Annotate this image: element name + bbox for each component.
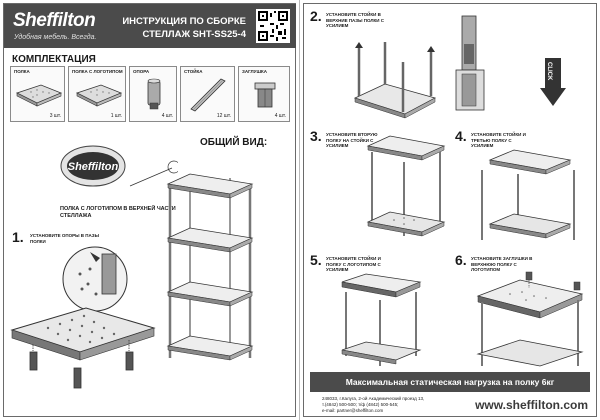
step-3-text: УСТАНОВИТЕ ВТОРУЮ ПОЛКУ НА СТОЙКИ С УСИЛ… (326, 132, 378, 149)
kit-item-post: СТОЙКА 12 шт. (180, 66, 235, 122)
step-2-illustration (353, 42, 437, 119)
step-2-number: 2. (310, 8, 322, 24)
right-page-frame (303, 3, 597, 417)
brand-logo: Sheffilton (13, 10, 96, 31)
kit-item-logo-shelf: ПОЛКА С ЛОГОТИПОМ 1 шт. (68, 66, 126, 122)
step-1-text: УСТАНОВИТЕ ОПОРЫ В ПАЗЫ ПОЛКИ (30, 233, 99, 244)
kit-heading: КОМПЛЕКТАЦИЯ (12, 54, 96, 65)
step-6-illustration (476, 271, 584, 367)
logo-shelf-caption: ПОЛКА С ЛОГОТИПОМ В ВЕРХНЕЙ ЧАСТИ СТЕЛЛА… (60, 206, 176, 219)
step-3-number: 3. (310, 128, 322, 144)
step-2-detail (455, 15, 485, 111)
contact-phone: т.(4842) 500-500; т/ф (4842) 500-545; (322, 401, 399, 407)
leader-line (129, 160, 178, 187)
kit-item-qty: 4 шт. (274, 113, 286, 119)
click-label: CLICK (546, 62, 552, 81)
foot-icon (147, 78, 161, 110)
kit-item-name: ПОЛКА С ЛОГОТИПОМ (72, 69, 123, 74)
left-page-frame (3, 3, 296, 417)
contact-address: 248033, г.Калуга, 2-ой Академический про… (322, 396, 425, 401)
header-banner: Sheffilton Удобная мебель. Всегда. ИНСТР… (4, 4, 296, 48)
cap-icon (254, 82, 276, 108)
step-6-text: УСТАНОВИТЕ ЗАГЛУШКИ В ВЕРХНЮЮ ПОЛКУ С ЛО… (471, 256, 533, 273)
kit-item-qty: 4 шт. (161, 113, 173, 119)
kit-item-qty: 1 шт. (110, 113, 122, 119)
contact-email: e-mail: partner@sheffilton.com (322, 407, 384, 413)
kit-item-name: ЗАГЛУШКА (242, 69, 267, 74)
step-4-text: УСТАНОВИТЕ СТОЙКИ И ТРЕТЬЮ ПОЛКУ С УСИЛИ… (471, 132, 526, 149)
step-5-illustration (341, 273, 422, 366)
svg-text:Sheffilton: Sheffilton (68, 161, 119, 173)
kit-item-shelf: ПОЛКА 3 шт. (10, 66, 65, 122)
overview-heading: ОБЩИЙ ВИД: (200, 137, 268, 148)
kit-item-foot: ОПОРА 4 шт. (129, 66, 177, 122)
kit-item-qty: 3 шт. (49, 113, 61, 119)
brand-tagline: Удобная мебель. Всегда. (14, 34, 97, 41)
kit-item-name: СТОЙКА (184, 69, 203, 74)
document-title: ИНСТРУКЦИЯ ПО СБОРКЕ (122, 16, 246, 27)
kit-item-name: ОПОРА (133, 69, 150, 74)
step-5-text: УСТАНОВИТЕ СТОЙКИ И ПОЛКУ С ЛОГОТИПОМ С … (326, 256, 381, 273)
shelf-icon (15, 84, 63, 107)
logo-shelf-icon (75, 84, 123, 107)
product-model: СТЕЛЛАЖ SHT-SS25-4 (142, 29, 246, 40)
qr-code-icon (256, 9, 290, 43)
kit-item-cap: ЗАГЛУШКА 4 шт. (238, 66, 290, 122)
step-1-detail-circle (62, 246, 128, 312)
step-1-number: 1. (12, 229, 24, 245)
step-3-illustration (366, 135, 446, 237)
max-load-banner: Максимальная статическая нагрузка на пол… (310, 372, 590, 392)
step-5-number: 5. (310, 252, 322, 268)
step-6-number: 6. (455, 252, 467, 268)
step-1-shelf-illustration (10, 307, 156, 389)
step-4-number: 4. (455, 128, 467, 144)
kit-item-name: ПОЛКА (14, 69, 30, 74)
step-2-text: УСТАНОВИТЕ СТОЙКИ В ВЕРХНИЕ ПАЗЫ ПОЛКИ С… (326, 12, 385, 29)
website-link[interactable]: www.sheffilton.com (475, 398, 588, 412)
left-page: Sheffilton Удобная мебель. Всегда. ИНСТР… (3, 0, 300, 420)
contact-info: 248033, г.Калуга, 2-ой Академический про… (322, 396, 424, 414)
kit-item-qty: 12 шт. (216, 113, 231, 119)
logo-badge-illustration: Sheffilton (60, 145, 126, 187)
click-arrow-icon (540, 58, 566, 106)
shelving-unit-illustration (166, 173, 254, 361)
step-4-illustration (481, 149, 575, 240)
post-icon (190, 78, 226, 112)
